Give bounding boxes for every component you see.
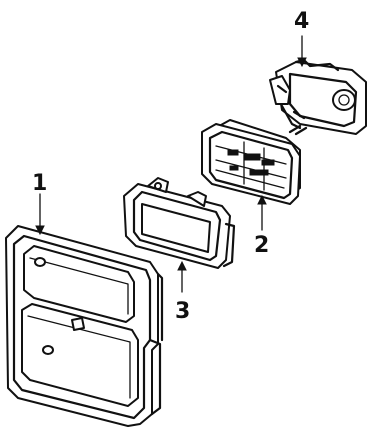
leader-arrow-2	[257, 194, 267, 205]
part-1-headlamp-bezel	[5, 225, 164, 427]
leader-arrow-3	[177, 260, 187, 271]
callout-4: 4	[294, 9, 309, 34]
callout-1: 1	[32, 171, 47, 196]
part-2-sealed-beam-lamp	[201, 119, 308, 205]
part-3-retaining-ring	[123, 177, 236, 269]
leader-arrow-4	[297, 57, 307, 68]
callout-3: 3	[175, 299, 190, 324]
leader-lines	[35, 35, 307, 293]
leader-arrow-1	[35, 225, 45, 236]
part-4-lamp-housing	[269, 58, 367, 135]
callout-2: 2	[254, 233, 269, 258]
